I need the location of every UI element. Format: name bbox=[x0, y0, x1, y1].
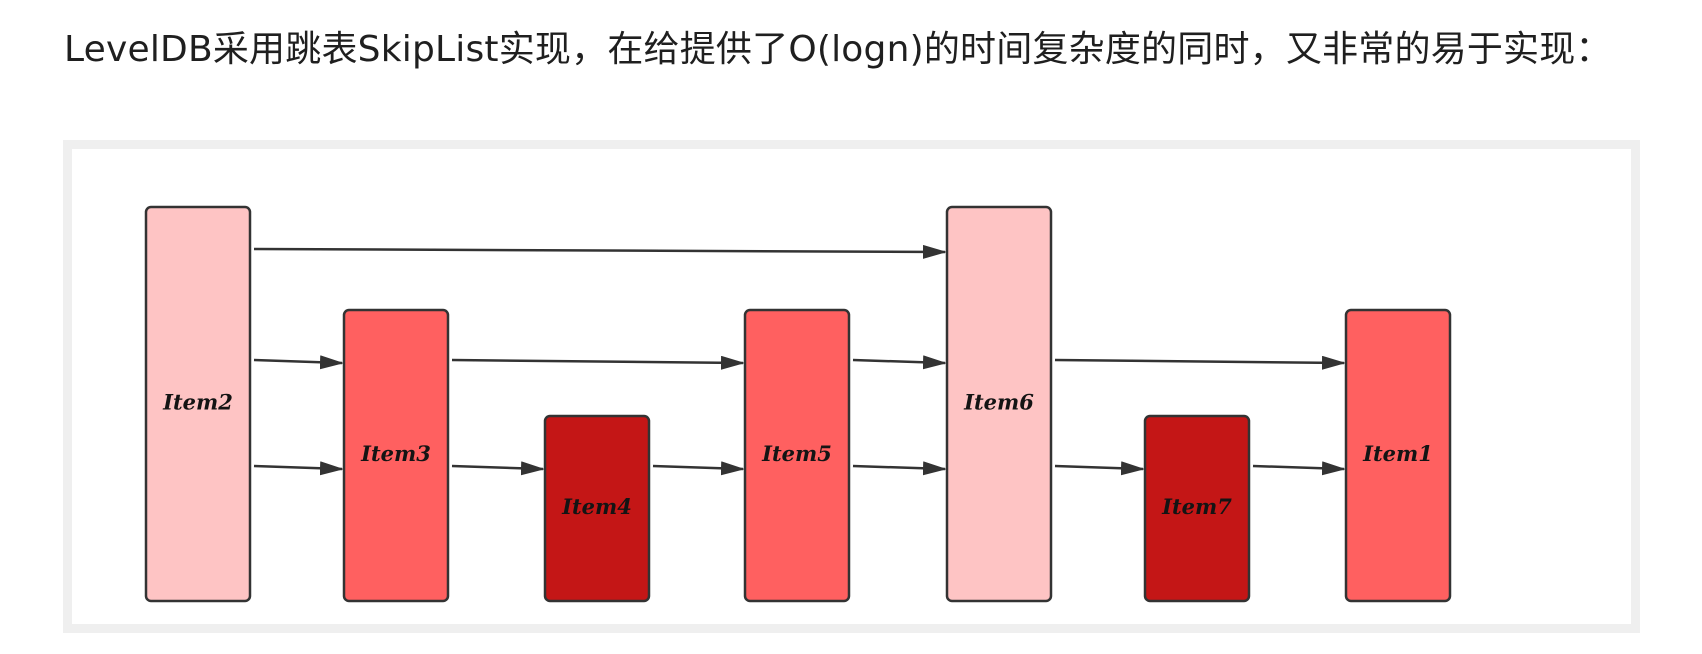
node-item7: Item7 bbox=[1143, 414, 1251, 603]
node-label-item2: Item2 bbox=[162, 390, 233, 415]
node-label-item6: Item6 bbox=[963, 390, 1034, 415]
node-item6: Item6 bbox=[945, 205, 1053, 603]
edge-item4-to-item5-level1 bbox=[652, 461, 745, 476]
edge-item6-to-item1-level2 bbox=[1054, 355, 1346, 370]
node-box-item3 bbox=[342, 308, 450, 603]
node-item2: Item2 bbox=[144, 205, 252, 603]
node-box-item4 bbox=[543, 414, 651, 603]
edge-item6-to-item7-level1 bbox=[1054, 461, 1145, 476]
intro-paragraph: LevelDB采用跳表SkipList实现，在给提供了O(logn)的时间复杂度… bbox=[64, 29, 1612, 70]
edge-item2-to-item6-level3 bbox=[253, 244, 947, 259]
node-item3: Item3 bbox=[342, 308, 450, 603]
node-box-item2 bbox=[144, 205, 252, 603]
node-item5: Item5 bbox=[743, 308, 851, 603]
node-item4: Item4 bbox=[543, 414, 651, 603]
node-item1: Item1 bbox=[1344, 308, 1452, 603]
node-box-item5 bbox=[743, 308, 851, 603]
node-label-item1: Item1 bbox=[1362, 441, 1433, 466]
edge-item2-to-item3-level1 bbox=[253, 461, 344, 476]
edge-item5-to-item6-level2 bbox=[852, 355, 947, 370]
node-label-item4: Item4 bbox=[561, 494, 632, 519]
edge-item3-to-item4-level1 bbox=[451, 461, 545, 476]
node-label-item5: Item5 bbox=[761, 441, 832, 466]
edge-item2-to-item3-level2 bbox=[253, 355, 344, 370]
edge-item5-to-item6-level1 bbox=[852, 461, 947, 476]
node-label-item3: Item3 bbox=[360, 441, 431, 466]
edges-layer bbox=[253, 244, 1346, 476]
edge-item3-to-item5-level2 bbox=[451, 355, 745, 370]
edge-item7-to-item1-level1 bbox=[1252, 461, 1346, 476]
node-box-item7 bbox=[1143, 414, 1251, 603]
node-label-item7: Item7 bbox=[1161, 494, 1232, 519]
node-box-item6 bbox=[945, 205, 1053, 603]
node-box-item1 bbox=[1344, 308, 1452, 603]
